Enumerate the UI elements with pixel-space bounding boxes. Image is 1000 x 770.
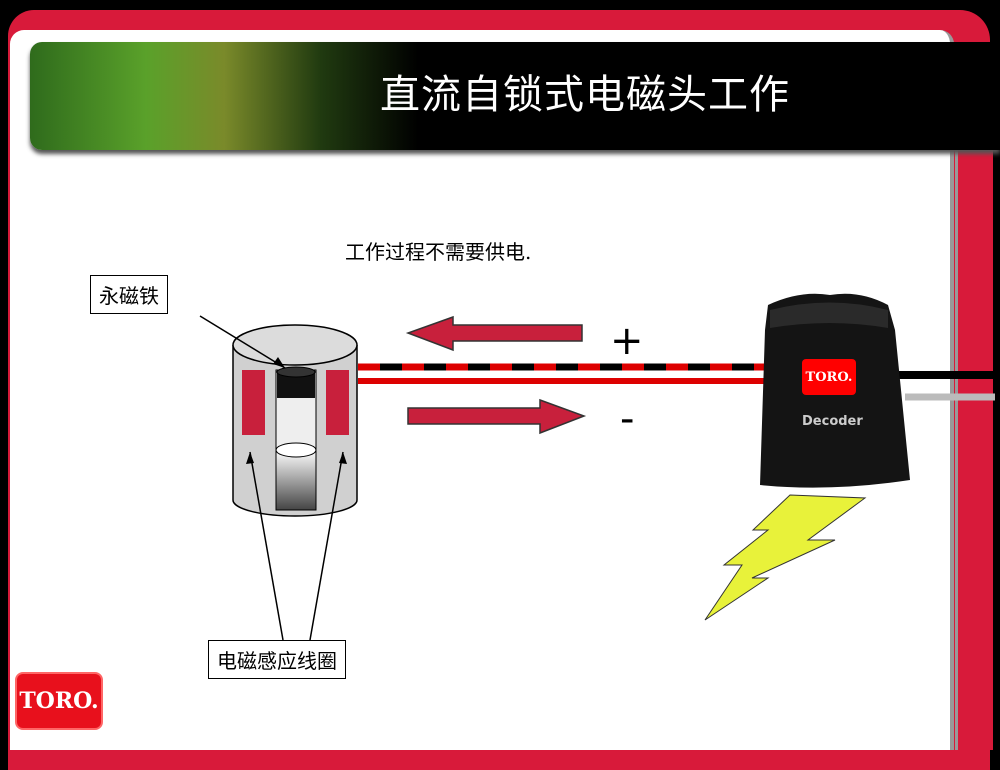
arrow-right — [407, 398, 587, 435]
slide-title: 直流自锁式电磁头工作 — [380, 72, 790, 118]
label-induction-coil: 电磁感应线圈 — [208, 640, 346, 679]
solenoid — [232, 324, 358, 517]
title-bar — [30, 42, 1000, 150]
toro-logo: TORO. — [15, 672, 103, 730]
coil-right — [326, 370, 349, 435]
right-red-strip — [955, 150, 993, 750]
arrow-left — [405, 315, 583, 352]
coil-left — [242, 370, 265, 435]
plunger — [275, 449, 317, 511]
lightning-bolt — [704, 494, 867, 621]
wires — [358, 363, 995, 401]
decoder-label: Decoder — [802, 414, 863, 429]
label-permanent-magnet: 永磁铁 — [90, 275, 168, 314]
minus-sign: - — [620, 396, 635, 442]
subtitle: 工作过程不需要供电. — [345, 240, 532, 264]
plus-sign: + — [610, 318, 644, 364]
decoder-brand-logo: TORO. — [802, 359, 856, 395]
